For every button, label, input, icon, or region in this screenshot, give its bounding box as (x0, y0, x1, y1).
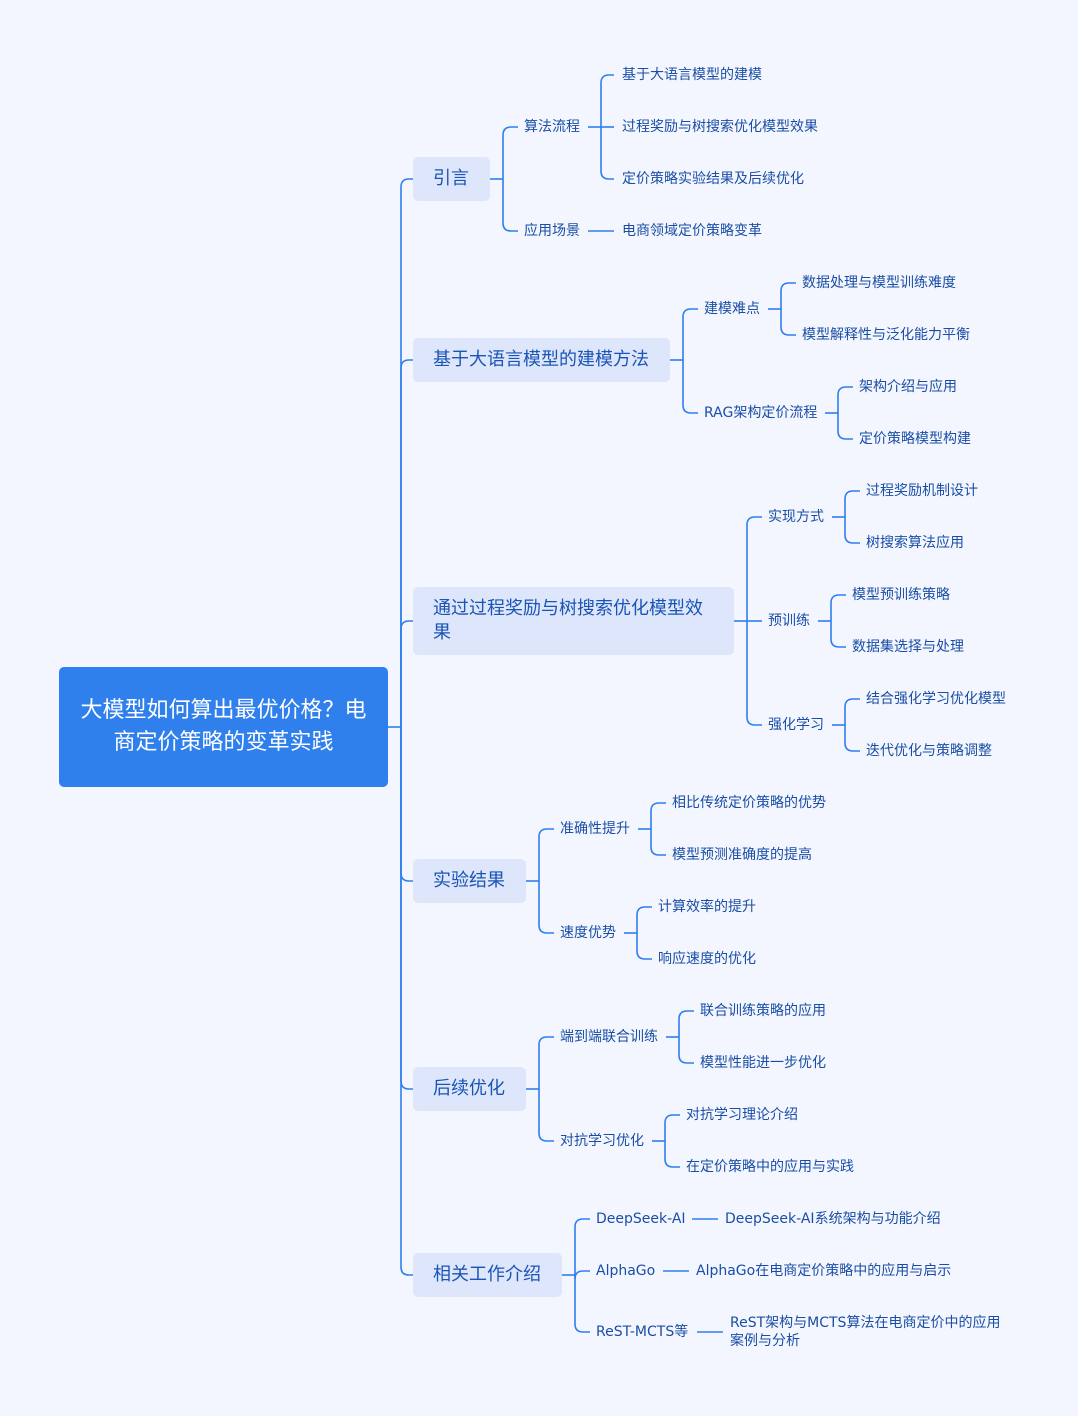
b2a-child-1 (780, 309, 796, 336)
b5-child-0 (538, 1036, 554, 1089)
b4-child-0 (538, 828, 554, 881)
b1-child-0 (502, 126, 518, 179)
b5b-child-1 (664, 1141, 680, 1168)
leaf-ecommerce-pricing-change[interactable]: 电商领域定价策略变革 (622, 223, 762, 239)
node-alphago[interactable]: AlphaGo (596, 1263, 656, 1279)
b6-child-2 (574, 1275, 590, 1333)
b5-child-1 (538, 1089, 554, 1142)
b5a-child-1 (678, 1037, 694, 1064)
b2-child-1 (682, 360, 698, 414)
b4a-child-1 (650, 829, 666, 856)
b2-child-0 (682, 308, 698, 360)
node-rest-mcts[interactable]: ReST-MCTS等 (596, 1324, 689, 1340)
leaf-advantage-over-traditional[interactable]: 相比传统定价策略的优势 (672, 795, 826, 811)
leaf-iterative-optimization[interactable]: 迭代优化与策略调整 (866, 743, 992, 759)
leaf-response-speed[interactable]: 响应速度的优化 (658, 951, 756, 967)
b6-child-0 (574, 1218, 590, 1275)
leaf-joint-training-strategy[interactable]: 联合训练策略的应用 (700, 1003, 826, 1019)
b4b-child-1 (636, 933, 652, 960)
b1-child-1 (502, 179, 518, 232)
node-speed-advantage[interactable]: 速度优势 (560, 925, 616, 941)
leaf-pricing-application-practice[interactable]: 在定价策略中的应用与实践 (686, 1159, 854, 1175)
root-topic[interactable]: 大模型如何算出最优价格？电商定价策略的变革实践 (59, 667, 388, 787)
node-algorithm-flow[interactable]: 算法流程 (524, 119, 580, 135)
node-deepseek-ai[interactable]: DeepSeek-AI (596, 1211, 686, 1227)
b5a-child-0 (678, 1010, 694, 1037)
b3c-child-1 (844, 725, 860, 752)
root-child-5 (400, 727, 413, 1276)
b3b-child-0 (830, 594, 846, 621)
leaf-dataset-selection[interactable]: 数据集选择与处理 (852, 639, 964, 655)
node-modeling-difficulty[interactable]: 建模难点 (704, 301, 760, 317)
b4-child-1 (538, 881, 554, 934)
b1a-child-2 (600, 127, 614, 180)
b4b-child-0 (636, 906, 652, 933)
b2b-child-0 (837, 386, 853, 413)
leaf-interpretability-balance[interactable]: 模型解释性与泛化能力平衡 (802, 327, 970, 343)
b6-child-1 (574, 1270, 590, 1280)
leaf-pretraining-strategy[interactable]: 模型预训练策略 (852, 587, 950, 603)
root-child-0 (400, 178, 413, 727)
root-child-3 (400, 727, 413, 882)
leaf-reward-mechanism[interactable]: 过程奖励机制设计 (866, 483, 978, 499)
leaf-llm-modeling[interactable]: 基于大语言模型的建模 (622, 67, 762, 83)
b3c-child-0 (844, 698, 860, 725)
leaf-architecture-intro[interactable]: 架构介绍与应用 (859, 379, 957, 395)
branch-future-optimization[interactable]: 后续优化 (413, 1067, 526, 1111)
node-rag-pricing-flow[interactable]: RAG架构定价流程 (704, 405, 818, 421)
branch-process-reward[interactable]: 通过过程奖励与树搜索优化模型效果 (413, 587, 734, 655)
leaf-adversarial-theory[interactable]: 对抗学习理论介绍 (686, 1107, 798, 1123)
root-child-4 (400, 727, 413, 1090)
leaf-model-performance[interactable]: 模型性能进一步优化 (700, 1055, 826, 1071)
b1a-child-0 (600, 74, 614, 127)
branch-intro[interactable]: 引言 (413, 157, 490, 201)
root-child-1 (400, 359, 413, 727)
node-reinforcement-learning[interactable]: 强化学习 (768, 717, 824, 733)
leaf-deepseek-architecture[interactable]: DeepSeek-AI系统架构与功能介绍 (725, 1211, 941, 1227)
leaf-prediction-accuracy[interactable]: 模型预测准确度的提高 (672, 847, 812, 863)
leaf-rl-optimize-model[interactable]: 结合强化学习优化模型 (866, 691, 1006, 707)
leaf-alphago-application[interactable]: AlphaGo在电商定价策略中的应用与启示 (696, 1263, 952, 1279)
node-application-scenario[interactable]: 应用场景 (524, 223, 580, 239)
node-end-to-end-training[interactable]: 端到端联合训练 (560, 1029, 658, 1045)
b3a-child-1 (844, 517, 860, 544)
node-accuracy-improvement[interactable]: 准确性提升 (560, 821, 630, 837)
b3-child-2 (746, 621, 762, 726)
leaf-tree-search-application[interactable]: 树搜索算法应用 (866, 535, 964, 551)
b3a-child-0 (844, 490, 860, 517)
node-pretraining[interactable]: 预训练 (768, 613, 810, 629)
branch-experiment-results[interactable]: 实验结果 (413, 859, 526, 903)
b2b-child-1 (837, 413, 853, 440)
leaf-data-training-difficulty[interactable]: 数据处理与模型训练难度 (802, 275, 956, 291)
b5b-child-0 (664, 1114, 680, 1141)
b3-child-0 (746, 516, 762, 621)
node-adversarial-learning[interactable]: 对抗学习优化 (560, 1133, 644, 1149)
leaf-rest-mcts-case-study[interactable]: ReST架构与MCTS算法在电商定价中的应用案例与分析 (730, 1315, 1001, 1349)
root-child-2 (400, 620, 413, 727)
leaf-compute-efficiency[interactable]: 计算效率的提升 (658, 899, 756, 915)
leaf-pricing-results[interactable]: 定价策略实验结果及后续优化 (622, 171, 804, 187)
b4a-child-0 (650, 802, 666, 829)
leaf-process-reward-tree-search[interactable]: 过程奖励与树搜索优化模型效果 (622, 119, 818, 135)
b3b-child-1 (830, 621, 846, 648)
branch-related-work[interactable]: 相关工作介绍 (413, 1253, 562, 1297)
branch-llm-modeling[interactable]: 基于大语言模型的建模方法 (413, 338, 670, 382)
leaf-pricing-model-build[interactable]: 定价策略模型构建 (859, 431, 971, 447)
b2a-child-0 (780, 282, 796, 309)
node-implementation[interactable]: 实现方式 (768, 509, 824, 525)
